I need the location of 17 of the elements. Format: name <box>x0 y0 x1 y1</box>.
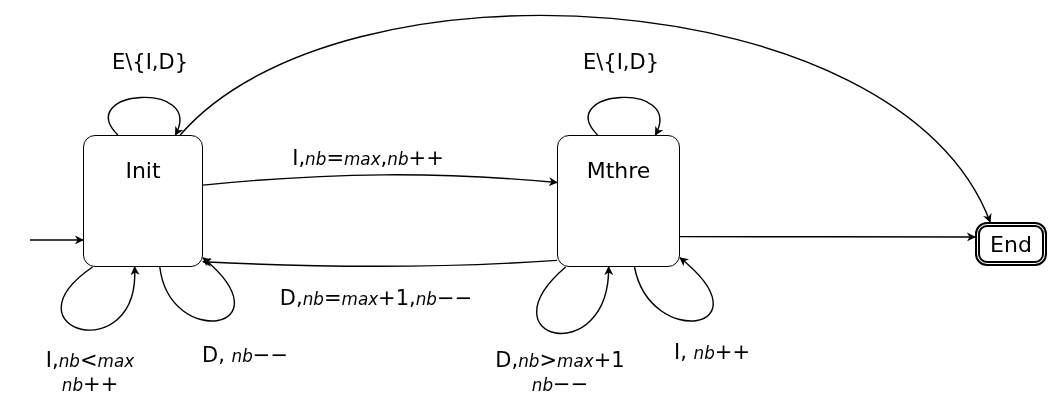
state-name: End <box>990 231 1032 257</box>
final-state-box <box>975 222 1047 266</box>
self-loop-arrow <box>159 257 236 322</box>
arrow <box>679 232 976 242</box>
self-loop-arrow <box>535 266 613 334</box>
self-loop-arrow <box>587 96 663 136</box>
arrow <box>29 235 84 245</box>
arrow <box>202 174 558 187</box>
self-loop-arrow <box>633 257 714 322</box>
self-loop-arrow <box>60 266 139 331</box>
self-loop-arrow <box>107 96 183 136</box>
state-name: Mthre <box>586 157 651 185</box>
arrow <box>179 14 991 223</box>
state-box <box>83 135 203 267</box>
state-box <box>557 135 680 267</box>
arrow <box>202 257 558 267</box>
state-name: Init <box>125 157 161 185</box>
